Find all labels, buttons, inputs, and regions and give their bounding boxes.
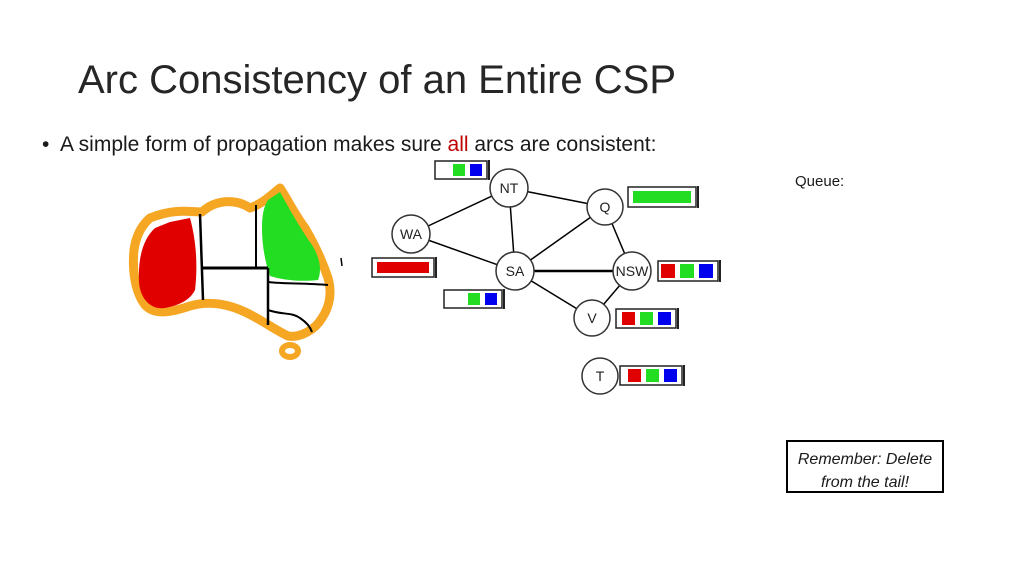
map-stray-mark <box>340 257 343 267</box>
domain-swatch-nt-green <box>453 164 465 176</box>
node-label-sa: SA <box>506 263 525 279</box>
domain-swatch-v-green <box>640 312 653 325</box>
node-t <box>581 357 619 395</box>
domain-swatch-nsw-blue <box>699 264 713 278</box>
domain-swatch-q-green <box>633 191 691 203</box>
node-nsw <box>612 251 652 291</box>
queue-label: Queue: <box>795 173 845 190</box>
domain-swatch-nsw-green <box>680 264 694 278</box>
note-line-2: from the tail! <box>820 474 910 491</box>
map-border-wa <box>198 213 205 301</box>
bullet-dot-icon: • <box>42 133 50 156</box>
map-border-nsw-v <box>267 309 313 333</box>
domain-swatch-sa-green <box>468 293 480 305</box>
node-sa <box>495 251 535 291</box>
constraint-nodes: NT Q WA SA NSW V T <box>391 168 652 395</box>
domain-swatch-v-blue <box>658 312 671 325</box>
domain-swatch-nsw-red <box>661 264 675 278</box>
domain-swatch-sa-blue <box>485 293 497 305</box>
remember-note-box: Remember: Delete from the tail! <box>786 440 944 493</box>
domain-swatch-t-red <box>628 369 641 382</box>
bullet-text-highlight: all <box>447 133 469 156</box>
domain-boxes <box>371 160 721 386</box>
node-wa <box>391 214 431 254</box>
node-label-t: T <box>596 368 605 384</box>
node-v <box>573 299 611 337</box>
domain-swatch-wa-red <box>377 262 429 273</box>
map-border-q-nsw <box>267 281 329 286</box>
map-region-wa <box>138 218 197 309</box>
bullet-text-prefix: A simple form of propagation makes sure <box>60 133 448 156</box>
domain-swatch-t-green <box>646 369 659 382</box>
domain-swatch-nt-blue <box>470 164 482 176</box>
map-tasmania <box>279 342 301 360</box>
node-q <box>586 188 624 226</box>
node-label-wa: WA <box>400 226 423 242</box>
map-region-q <box>262 192 320 281</box>
note-line-1: Remember: Delete <box>797 451 933 468</box>
slide-title: Arc Consistency of an Entire CSP <box>78 58 677 102</box>
domain-swatch-t-blue <box>664 369 677 382</box>
domain-swatch-v-red <box>622 312 635 325</box>
node-nt <box>489 168 529 208</box>
node-label-nsw: NSW <box>616 263 649 279</box>
node-label-v: V <box>587 310 597 326</box>
node-label-q: Q <box>600 199 611 215</box>
australia-map <box>128 183 343 360</box>
bullet-point: • A simple form of propagation makes sure… <box>42 133 656 157</box>
bullet-text-suffix: arcs are consistent: <box>468 133 657 156</box>
node-label-nt: NT <box>500 180 519 196</box>
